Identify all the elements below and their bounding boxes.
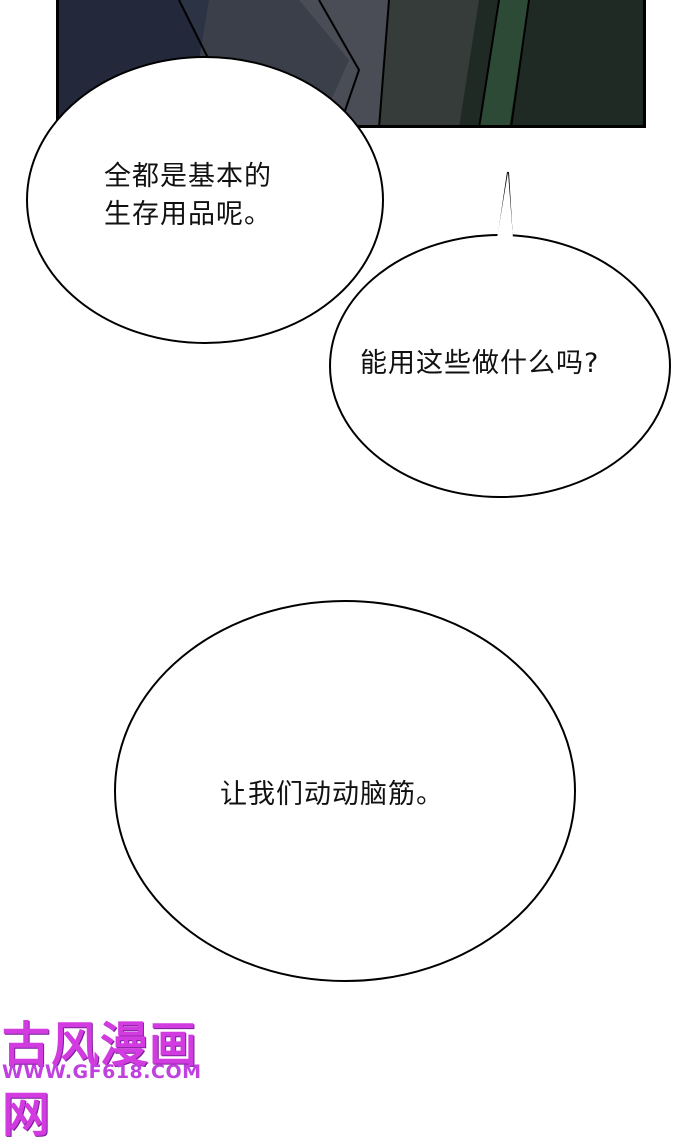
- bubble-one-line-2: 生存用品呢。: [104, 199, 272, 230]
- bubble-two-text: 能用这些做什么吗?: [360, 348, 600, 379]
- speech-bubble-three: [114, 600, 576, 982]
- watermark: 古风漫画网 WWW.GF618.COM: [0, 1005, 230, 1143]
- watermark-url: WWW.GF618.COM: [2, 1061, 202, 1083]
- speech-bubble-one: [26, 56, 384, 344]
- bubble-three-text: 让我们动动脑筋。: [220, 779, 444, 810]
- bubble-one-line-1: 全都是基本的: [104, 161, 272, 192]
- bubble-layer: [26, 56, 671, 982]
